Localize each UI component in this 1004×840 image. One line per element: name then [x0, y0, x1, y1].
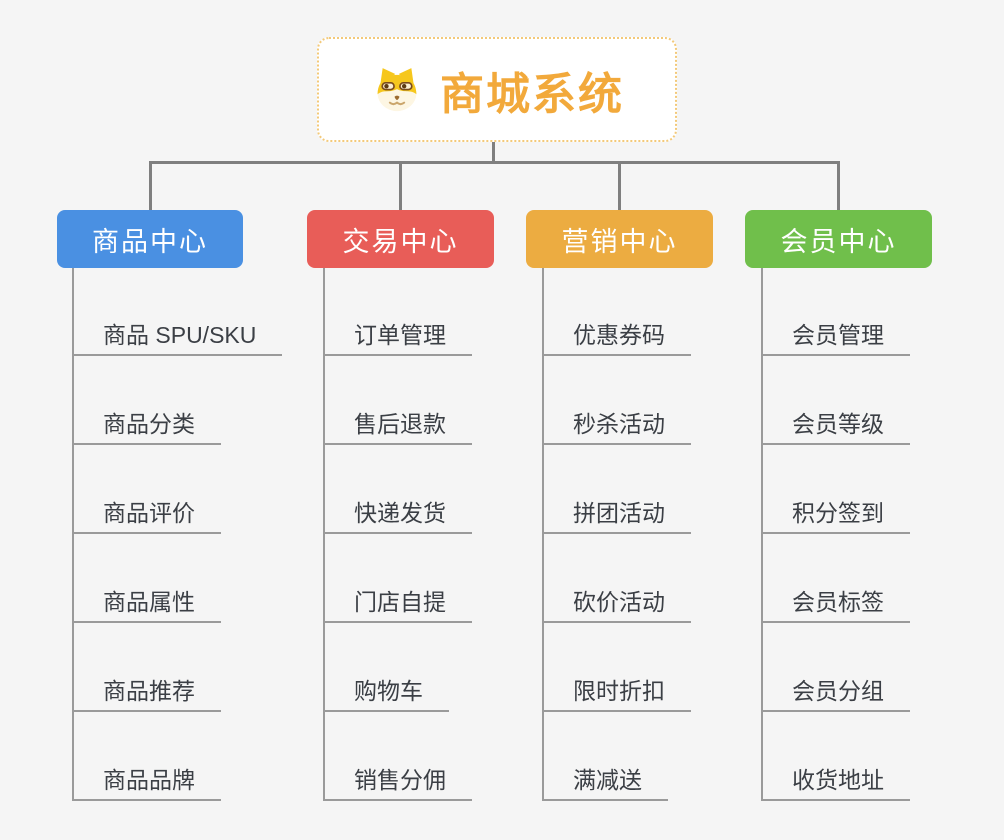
subtopic[interactable]: 会员管理 [761, 321, 910, 356]
subtopic[interactable]: 订单管理 [323, 321, 472, 356]
subtopic-label: 会员管理 [761, 321, 910, 356]
subtopic-label: 优惠券码 [542, 321, 691, 356]
branch-label: 商品中心 [92, 226, 208, 257]
subtopic[interactable]: 拼团活动 [542, 499, 691, 534]
subtopic-label: 拼团活动 [542, 499, 691, 534]
subtopic[interactable]: 会员等级 [761, 410, 910, 445]
branch-topic-trade-center[interactable]: 交易中心 [307, 210, 494, 268]
subtopic[interactable]: 商品 SPU/SKU [72, 321, 283, 356]
subtopic-label: 商品属性 [72, 588, 221, 623]
subtopic[interactable]: 会员标签 [761, 588, 910, 623]
subtopic-label: 满减送 [542, 766, 668, 801]
connector-horizontal [149, 161, 840, 164]
subtopic[interactable]: 商品品牌 [72, 766, 221, 801]
branch-topic-marketing-center[interactable]: 营销中心 [526, 210, 713, 268]
subtopic-label: 商品推荐 [72, 677, 221, 712]
subtopic[interactable]: 商品评价 [72, 499, 221, 534]
connector-drop-2 [399, 161, 402, 210]
connector-trunk-2 [323, 268, 325, 801]
connector-trunk-3 [542, 268, 544, 801]
connector-drop-1 [149, 161, 152, 210]
subtopic-label: 快递发货 [323, 499, 472, 534]
connector-trunk-1 [72, 268, 74, 801]
subtopic[interactable]: 会员分组 [761, 677, 910, 712]
connector-drop-3 [618, 161, 621, 210]
subtopic-label: 收货地址 [761, 766, 910, 801]
subtopic-label: 砍价活动 [542, 588, 691, 623]
subtopic-label: 商品 SPU/SKU [72, 321, 283, 356]
subtopic-label: 售后退款 [323, 410, 472, 445]
connector-root-stub [492, 142, 495, 164]
subtopic-label: 门店自提 [323, 588, 472, 623]
subtopic[interactable]: 快递发货 [323, 499, 472, 534]
subtopic[interactable]: 积分签到 [761, 499, 910, 534]
doge-icon [377, 67, 417, 111]
subtopic[interactable]: 销售分佣 [323, 766, 472, 801]
subtopic-label: 会员标签 [761, 588, 910, 623]
subtopic[interactable]: 限时折扣 [542, 677, 691, 712]
branch-label: 营销中心 [561, 226, 678, 257]
subtopic[interactable]: 商品推荐 [72, 677, 221, 712]
branch-label: 会员中心 [780, 226, 897, 257]
subtopic[interactable]: 购物车 [323, 677, 449, 712]
branch-label: 交易中心 [342, 226, 459, 257]
subtopic-label: 会员分组 [761, 677, 910, 712]
root-title: 商城系统 [440, 69, 624, 119]
subtopic-label: 限时折扣 [542, 677, 691, 712]
subtopic[interactable]: 收货地址 [761, 766, 910, 801]
branch-topic-member-center[interactable]: 会员中心 [745, 210, 932, 268]
subtopic[interactable]: 秒杀活动 [542, 410, 691, 445]
subtopic[interactable]: 商品分类 [72, 410, 221, 445]
subtopic[interactable]: 砍价活动 [542, 588, 691, 623]
subtopic[interactable]: 满减送 [542, 766, 668, 801]
subtopic[interactable]: 门店自提 [323, 588, 472, 623]
subtopic-label: 销售分佣 [323, 766, 472, 801]
subtopic[interactable]: 售后退款 [323, 410, 472, 445]
branch-topic-product-center[interactable]: 商品中心 [57, 210, 243, 268]
subtopic-label: 订单管理 [323, 321, 472, 356]
subtopic-label: 会员等级 [761, 410, 910, 445]
subtopic-label: 商品品牌 [72, 766, 221, 801]
subtopic-label: 积分签到 [761, 499, 910, 534]
subtopic[interactable]: 商品属性 [72, 588, 221, 623]
connector-trunk-4 [761, 268, 763, 801]
subtopic-label: 购物车 [323, 677, 449, 712]
subtopic-label: 秒杀活动 [542, 410, 691, 445]
root-topic[interactable]: 商城系统 [317, 37, 677, 142]
subtopic-label: 商品评价 [72, 499, 221, 534]
subtopic[interactable]: 优惠券码 [542, 321, 691, 356]
connector-drop-4 [837, 161, 840, 210]
subtopic-label: 商品分类 [72, 410, 221, 445]
